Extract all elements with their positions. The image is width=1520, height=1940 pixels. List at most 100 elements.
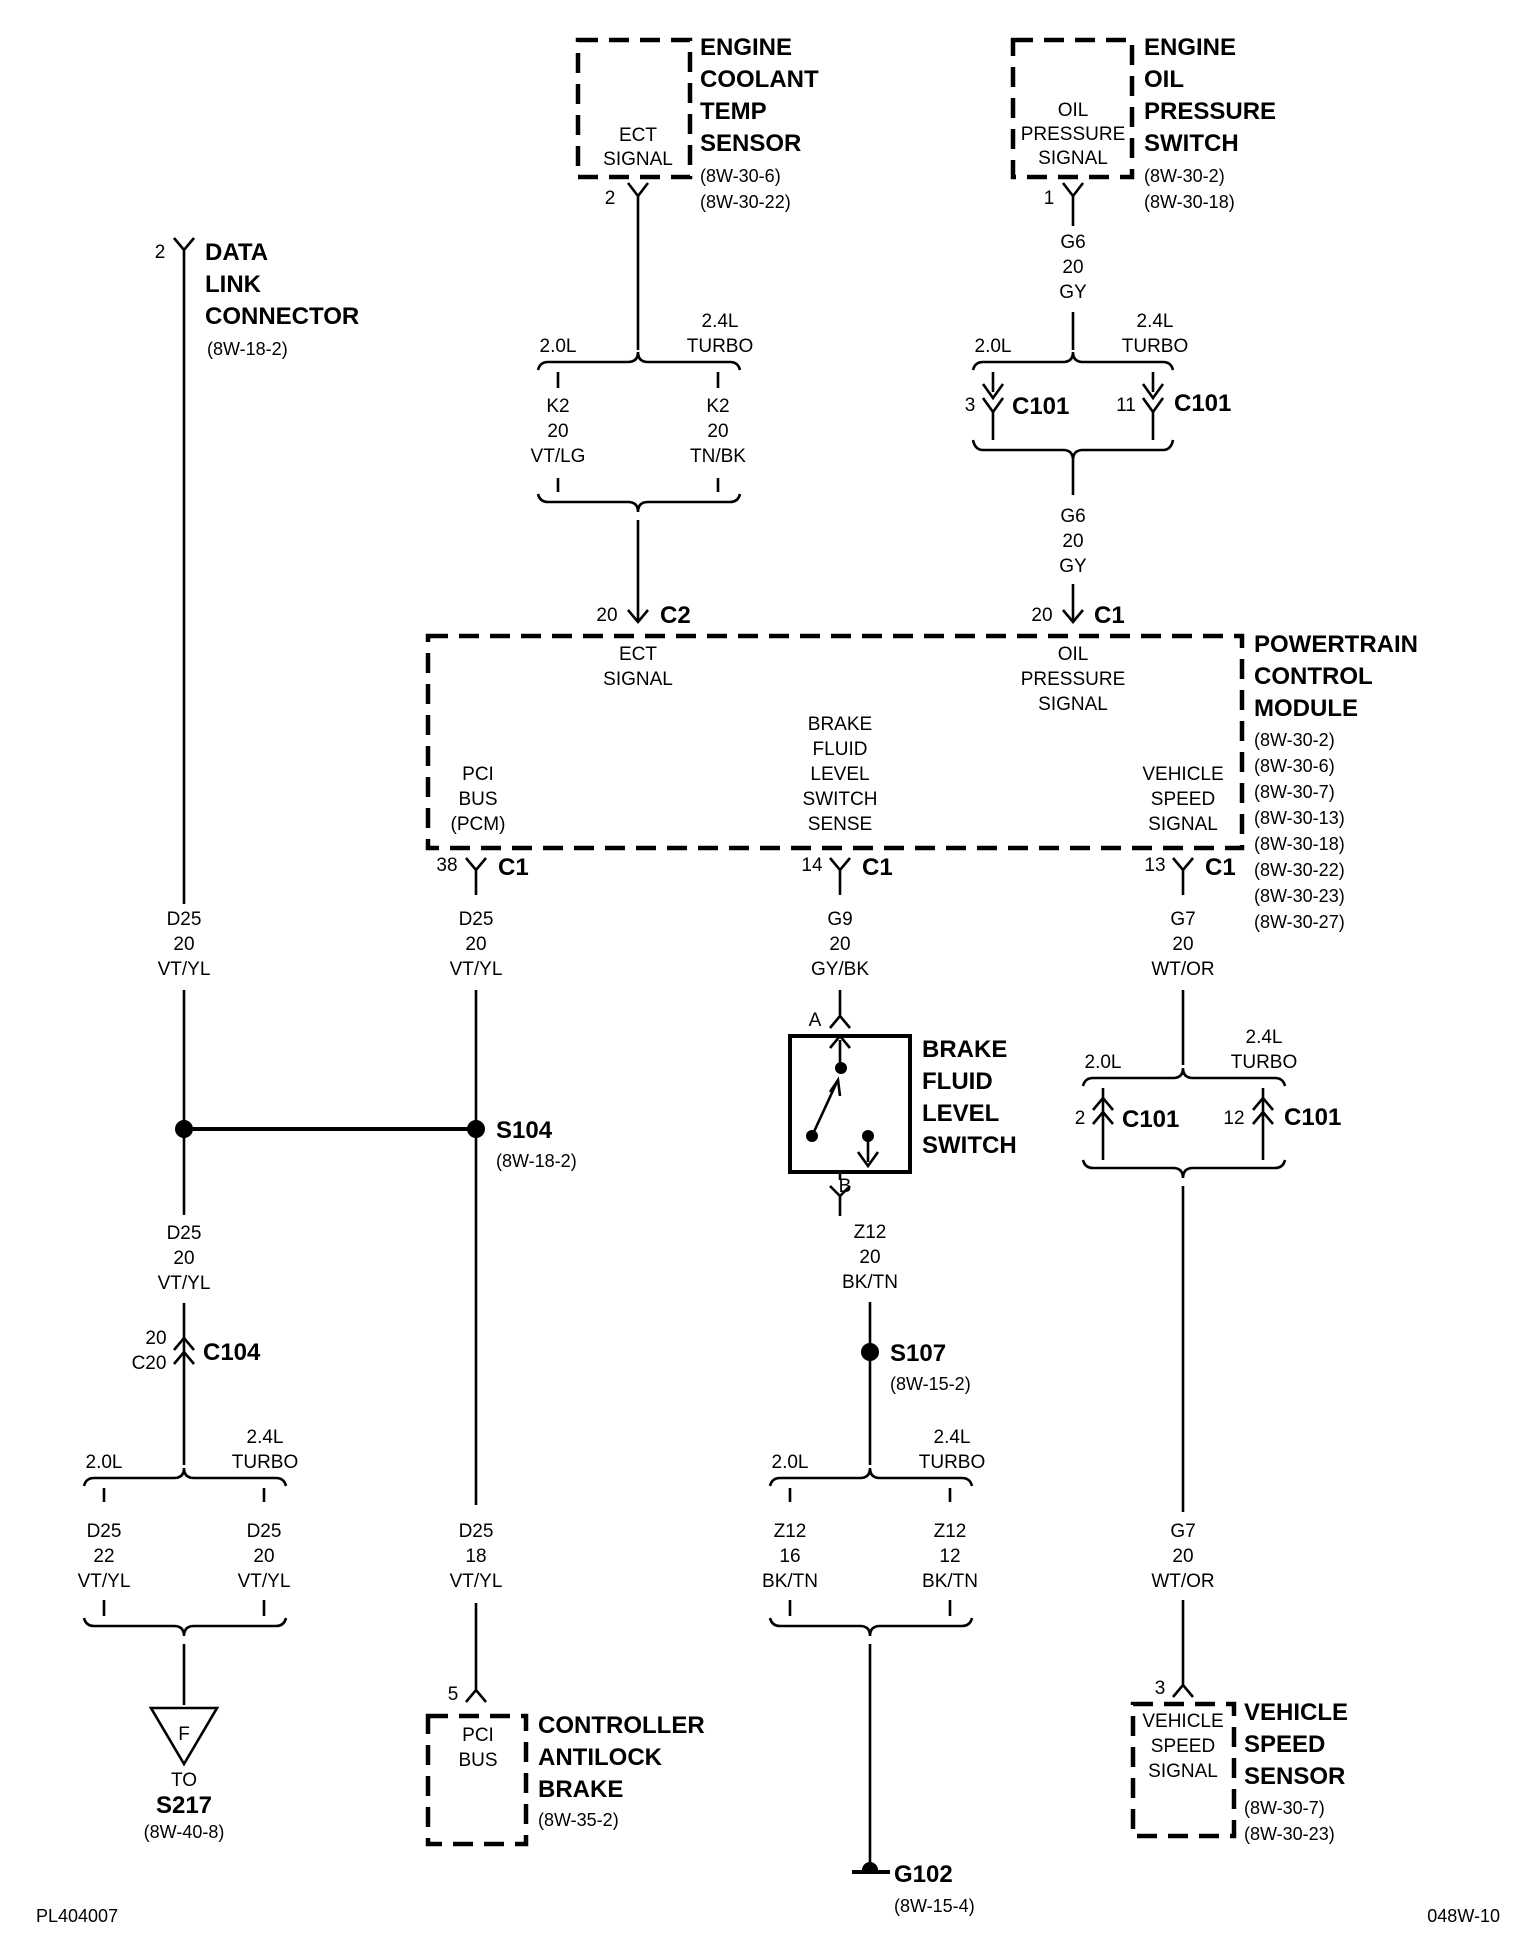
pcm: 20 C2 20 C1 ECT SIGNAL OIL PRESSURE SIGN…: [425, 602, 1418, 932]
wire-z12-16-1: Z12: [774, 1521, 807, 1542]
pcm-brake-3: LEVEL: [810, 764, 869, 785]
ect-ref-1: (8W-30-6): [700, 166, 781, 186]
pcm-brake-5: SENSE: [808, 814, 872, 835]
dlc-name-3: CONNECTOR: [205, 303, 359, 330]
ground-label: G102: [894, 1861, 953, 1888]
wire-z12-12-2: 12: [939, 1546, 960, 1567]
pcm-name-1: POWERTRAIN: [1254, 631, 1418, 658]
wire-k2-20l-1: K2: [546, 396, 569, 417]
opt-turbo: TURBO: [1231, 1052, 1298, 1073]
wire-d25-dlc-upper-3: VT/YL: [158, 959, 211, 980]
opt-2.0l: 2.0L: [1085, 1052, 1122, 1073]
wire-g7-lower-3: WT/OR: [1151, 1571, 1214, 1592]
brake-name-2: FLUID: [922, 1068, 993, 1095]
brake-switch-labels: B BRAKE FLUID LEVEL SWITCH Z12 20 BK/TN …: [762, 1036, 1017, 1916]
pcm-oil-2: PRESSURE: [1021, 669, 1126, 690]
dlc-pin: 2: [155, 242, 166, 263]
opt-2.4l: 2.4L: [1137, 311, 1174, 332]
pcm-pin-13: 13: [1144, 855, 1165, 876]
pcm-brake-2: FLUID: [813, 739, 868, 760]
c101-pin-11: 11: [1116, 395, 1136, 416]
wire-d25-20-2: 20: [253, 1546, 274, 1567]
pcm-conn-c2: C2: [660, 602, 691, 629]
wire-d25-dlc-lower-1: D25: [167, 1223, 202, 1244]
vss-ref-2: (8W-30-23): [1244, 1824, 1335, 1844]
wire-d25-22-2: 22: [93, 1546, 114, 1567]
dlc-name-1: DATA: [205, 239, 268, 266]
wire-z12-16-2: 16: [779, 1546, 800, 1567]
opt-2.0l: 2.0L: [772, 1452, 809, 1473]
brake-name-3: LEVEL: [922, 1100, 999, 1127]
s107-label: S107: [890, 1340, 946, 1367]
wire-d25-18-1: D25: [459, 1521, 494, 1542]
ect-branch: 2.0L 2.4L K2 20 VT/LG K2 20 TN/BK: [531, 311, 746, 622]
wire-g6-mid-3: GY: [1059, 556, 1087, 577]
c101-label: C101: [1174, 390, 1231, 417]
c104-pin-2: C20: [132, 1353, 167, 1374]
wire-d25-20-1: D25: [247, 1521, 282, 1542]
oil-name-2: OIL: [1144, 66, 1184, 93]
wire-k2-20l-3: VT/LG: [531, 446, 586, 467]
oil-name-3: PRESSURE: [1144, 98, 1276, 125]
wire-g7-upper-3: WT/OR: [1151, 959, 1214, 980]
pcm-pci-1: PCI: [462, 764, 494, 785]
wire-d25-pci-2: 20: [465, 934, 486, 955]
wire-k2-24l-2: 20: [707, 421, 728, 442]
opt-2.4l: 2.4L: [702, 311, 739, 332]
wire-g7-upper-2: 20: [1172, 934, 1193, 955]
offpage-dest: S217: [156, 1792, 212, 1819]
opt-2.4l: 2.4L: [247, 1427, 284, 1448]
vss-inner-1: VEHICLE: [1142, 1711, 1223, 1732]
abs-ref: (8W-35-2): [538, 1810, 619, 1830]
oil-inner-2: PRESSURE: [1021, 124, 1126, 145]
abs-name-3: BRAKE: [538, 1776, 623, 1803]
oil-name-4: SWITCH: [1144, 130, 1239, 157]
c101-label: C101: [1012, 393, 1069, 420]
opt-2.0l: 2.0L: [540, 336, 577, 357]
oil-ref-2: (8W-30-18): [1144, 192, 1235, 212]
wire-g9-2: 20: [829, 934, 850, 955]
brake-pin-a: A: [809, 1010, 822, 1031]
wire-g9-3: GY/BK: [811, 959, 869, 980]
ground-ref: (8W-15-4): [894, 1896, 975, 1916]
wire-g7-lower-1: G7: [1170, 1521, 1195, 1542]
wire-z12-3: BK/TN: [842, 1272, 898, 1293]
c101-label: C101: [1122, 1106, 1179, 1133]
pcm-pci-3: (PCM): [451, 814, 506, 835]
pcm-oil-1: OIL: [1058, 644, 1089, 665]
vss-inner-3: SIGNAL: [1148, 1761, 1218, 1782]
oil-inner-3: SIGNAL: [1038, 148, 1108, 169]
abs-inner-2: BUS: [458, 1750, 497, 1771]
opt-turbo: TURBO: [232, 1452, 299, 1473]
abs-pin: 5: [448, 1684, 459, 1705]
pcm-pci-2: BUS: [458, 789, 497, 810]
oil-pin: 1: [1044, 188, 1055, 209]
ect-name-3: TEMP: [700, 98, 767, 125]
pcm-brake-4: SWITCH: [803, 789, 878, 810]
wire-d25-dlc-lower-3: VT/YL: [158, 1273, 211, 1294]
wire-g9-1: G9: [827, 909, 852, 930]
wire-d25-dlc-upper-1: D25: [167, 909, 202, 930]
wire-g6-top-2: 20: [1062, 257, 1083, 278]
brake-name-4: SWITCH: [922, 1132, 1017, 1159]
s104-ref: (8W-18-2): [496, 1151, 577, 1171]
vss-name-2: SPEED: [1244, 1731, 1325, 1758]
vss-name-3: SENSOR: [1244, 1763, 1345, 1790]
vss-column: G7 20 WT/OR 2.0L 2.4L TURBO 2 C101 12 C1…: [1075, 904, 1348, 1844]
wire-g6-mid-1: G6: [1060, 506, 1085, 527]
abs-inner-1: PCI: [462, 1725, 494, 1746]
pcm-vss-1: VEHICLE: [1142, 764, 1223, 785]
pcm-ect-1: ECT: [619, 644, 657, 665]
wire-g6-mid-2: 20: [1062, 531, 1083, 552]
pcm-ref-5: (8W-30-18): [1254, 834, 1345, 854]
pcm-ref-3: (8W-30-7): [1254, 782, 1335, 802]
footer-right: 048W-10: [1427, 1906, 1500, 1926]
opt-2.4l: 2.4L: [934, 1427, 971, 1448]
pcm-ect-2: SIGNAL: [603, 669, 673, 690]
wire-k2-20l-2: 20: [547, 421, 568, 442]
pcm-vss-3: SIGNAL: [1148, 814, 1218, 835]
pcm-ref-2: (8W-30-6): [1254, 756, 1335, 776]
dlc-name-2: LINK: [205, 271, 262, 298]
pcm-ref-1: (8W-30-2): [1254, 730, 1335, 750]
